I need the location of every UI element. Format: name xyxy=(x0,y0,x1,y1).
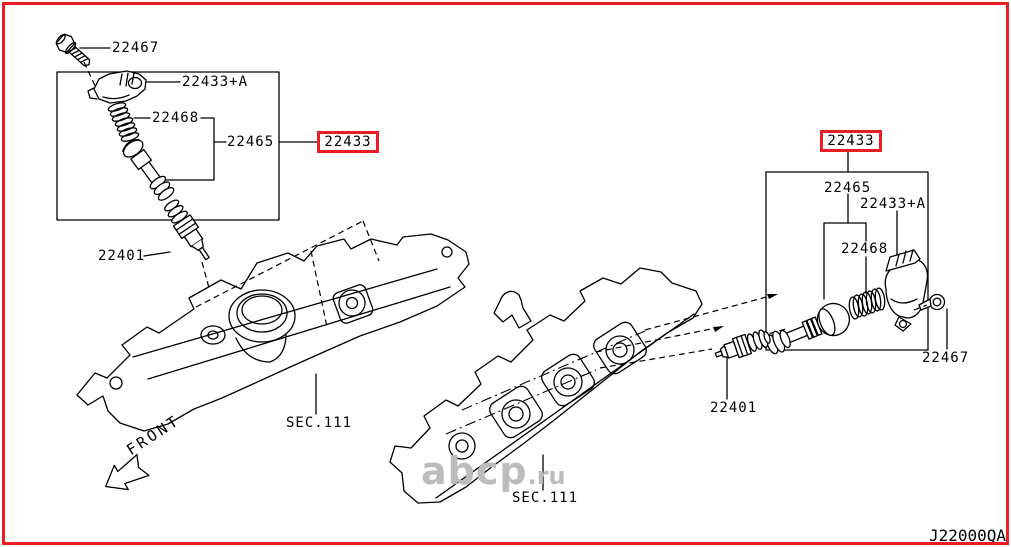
label-bolt-left: 22467 xyxy=(112,40,160,56)
coil-connector-drawing-right xyxy=(884,249,929,332)
label-connector-right: 22433+A xyxy=(860,196,927,212)
coil-boot-drawing-right xyxy=(765,302,851,355)
bolt-drawing-left xyxy=(55,33,91,67)
label-bolt-right: 22467 xyxy=(922,350,970,366)
diagram-code: J22000QA xyxy=(928,526,1006,545)
valve-cover-center-drawing xyxy=(389,267,703,504)
watermark-name: abcp xyxy=(421,449,528,493)
highlight-part-left[interactable]: 22433 xyxy=(317,131,379,153)
front-arrow xyxy=(105,453,150,491)
spring-drawing-right xyxy=(848,287,886,320)
label-spring-left: 22468 xyxy=(152,110,200,126)
label-spring-right: 22468 xyxy=(841,241,889,257)
bracket-lines-right xyxy=(823,193,898,300)
label-boot-right: 22465 xyxy=(824,180,872,196)
coil-connector-drawing-left xyxy=(87,70,147,104)
guide-dash-bolt-left xyxy=(83,61,97,89)
assembly-box-left xyxy=(56,71,280,221)
label-plug-right: 22401 xyxy=(710,400,758,416)
label-plug-left: 22401 xyxy=(98,248,146,264)
watermark: abcp.ru xyxy=(421,449,566,493)
spark-plug-drawing-left xyxy=(164,199,210,261)
bracket-wire-left xyxy=(155,117,227,181)
label-section-left: SEC.111 xyxy=(286,415,353,431)
assembly-box-right xyxy=(765,171,929,351)
guide-dashes-cover-left xyxy=(195,220,380,328)
bolt-drawing-right xyxy=(913,293,946,311)
label-boot-left: 22465 xyxy=(227,134,275,150)
spring-drawing-left xyxy=(107,102,140,142)
label-section-center: SEC.111 xyxy=(512,490,579,506)
coil-boot-drawing-left xyxy=(122,138,175,201)
valve-cover-left-drawing xyxy=(76,233,470,432)
watermark-tld: .ru xyxy=(527,462,566,490)
label-connector-left: 22433+A xyxy=(182,74,249,90)
spark-plug-drawing-right xyxy=(714,329,771,359)
highlight-part-right[interactable]: 22433 xyxy=(820,130,882,152)
leader-line-plug-left xyxy=(143,251,171,257)
